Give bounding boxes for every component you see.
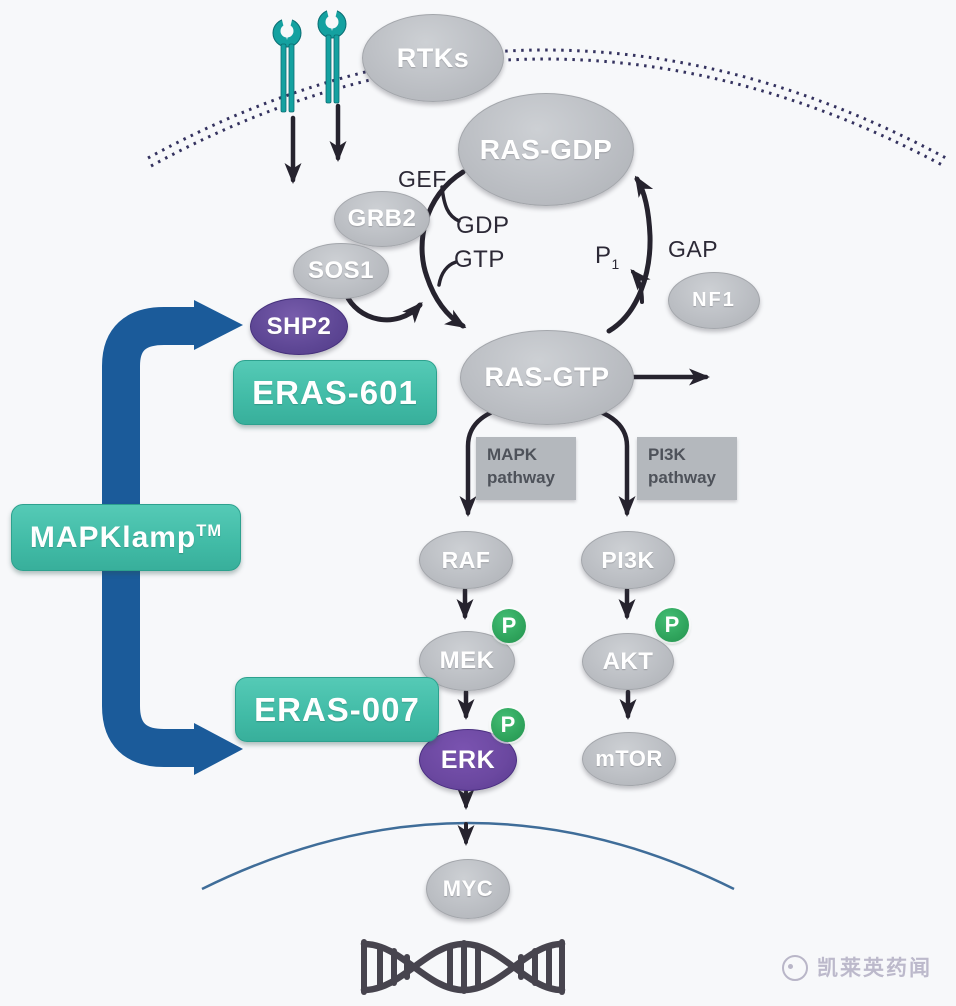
node-mtor-label: mTOR (595, 746, 663, 771)
gef-label: GEF (398, 166, 447, 192)
gdp-label: GDP (456, 212, 510, 239)
nuclear-membrane-icon (201, 821, 735, 891)
node-shp2: SHP2 (250, 298, 348, 355)
node-sos1: SOS1 (293, 243, 389, 299)
node-ras-gdp: RAS-GDP (458, 93, 634, 206)
node-akt-label: AKT (602, 647, 654, 675)
node-shp2-label: SHP2 (266, 312, 332, 340)
phospho-badge-label: P (501, 613, 517, 638)
node-nf1: NF1 (668, 272, 760, 329)
node-pi3k: PI3K (581, 531, 675, 589)
eras-007-label: ERAS-007 (254, 690, 420, 728)
node-myc-label: MYC (442, 876, 494, 901)
phospho-badge-label: P (500, 712, 516, 737)
node-nf1-label: NF1 (692, 289, 736, 311)
p1-label: P1 (595, 242, 620, 272)
node-rtks: RTKs (362, 14, 504, 102)
node-mtor: mTOR (582, 732, 676, 786)
node-myc: MYC (426, 859, 510, 919)
node-akt: AKT (582, 633, 674, 690)
node-sos1-label: SOS1 (307, 257, 375, 284)
eras-601-box: ERAS-601 (233, 360, 437, 425)
pi3k-pathway-line1: PI3K (648, 445, 686, 464)
node-ras-gtp-label: RAS-GTP (484, 362, 610, 392)
gap-label: GAP (668, 236, 719, 262)
node-ras-gtp: RAS-GTP (460, 330, 634, 425)
phospho-badge-erk: P (491, 708, 525, 742)
eras-601-label: ERAS-601 (252, 373, 418, 411)
mapk-pathway-line2: pathway (487, 467, 556, 487)
phospho-badge-akt: P (655, 608, 689, 642)
mapk-pathway-line1: MAPK (487, 445, 538, 464)
rtk-receptor-icon (272, 12, 302, 113)
node-pi3k-label: PI3K (601, 546, 655, 573)
node-grb2: GRB2 (334, 191, 430, 247)
watermark-logo-icon (782, 955, 808, 981)
node-erk-label: ERK (440, 745, 496, 774)
mapklamp-box: MAPKlampTM (11, 504, 241, 571)
node-grb2-label: GRB2 (347, 205, 417, 232)
mapk-pathway-box: MAPK pathway (476, 437, 576, 500)
rtk-receptor-icon (317, 3, 347, 104)
node-raf-label: RAF (441, 546, 491, 573)
pi3k-pathway-box: PI3K pathway (637, 437, 737, 500)
mapklamp-tm: TM (196, 521, 223, 540)
dna-icon (360, 939, 566, 995)
watermark-text: 凯莱英药闻 (817, 957, 932, 980)
phospho-badge-mek: P (492, 609, 526, 643)
node-rtks-label: RTKs (396, 42, 470, 73)
phospho-badge-label: P (664, 612, 680, 637)
node-raf: RAF (419, 531, 513, 589)
gtp-label: GTP (454, 246, 505, 273)
node-mek-label: MEK (439, 647, 495, 674)
pi3k-pathway-line2: pathway (648, 467, 717, 487)
mapklamp-label: MAPKlampTM (29, 520, 223, 554)
node-ras-gdp-label: RAS-GDP (479, 133, 613, 165)
eras-007-box: ERAS-007 (235, 677, 439, 742)
